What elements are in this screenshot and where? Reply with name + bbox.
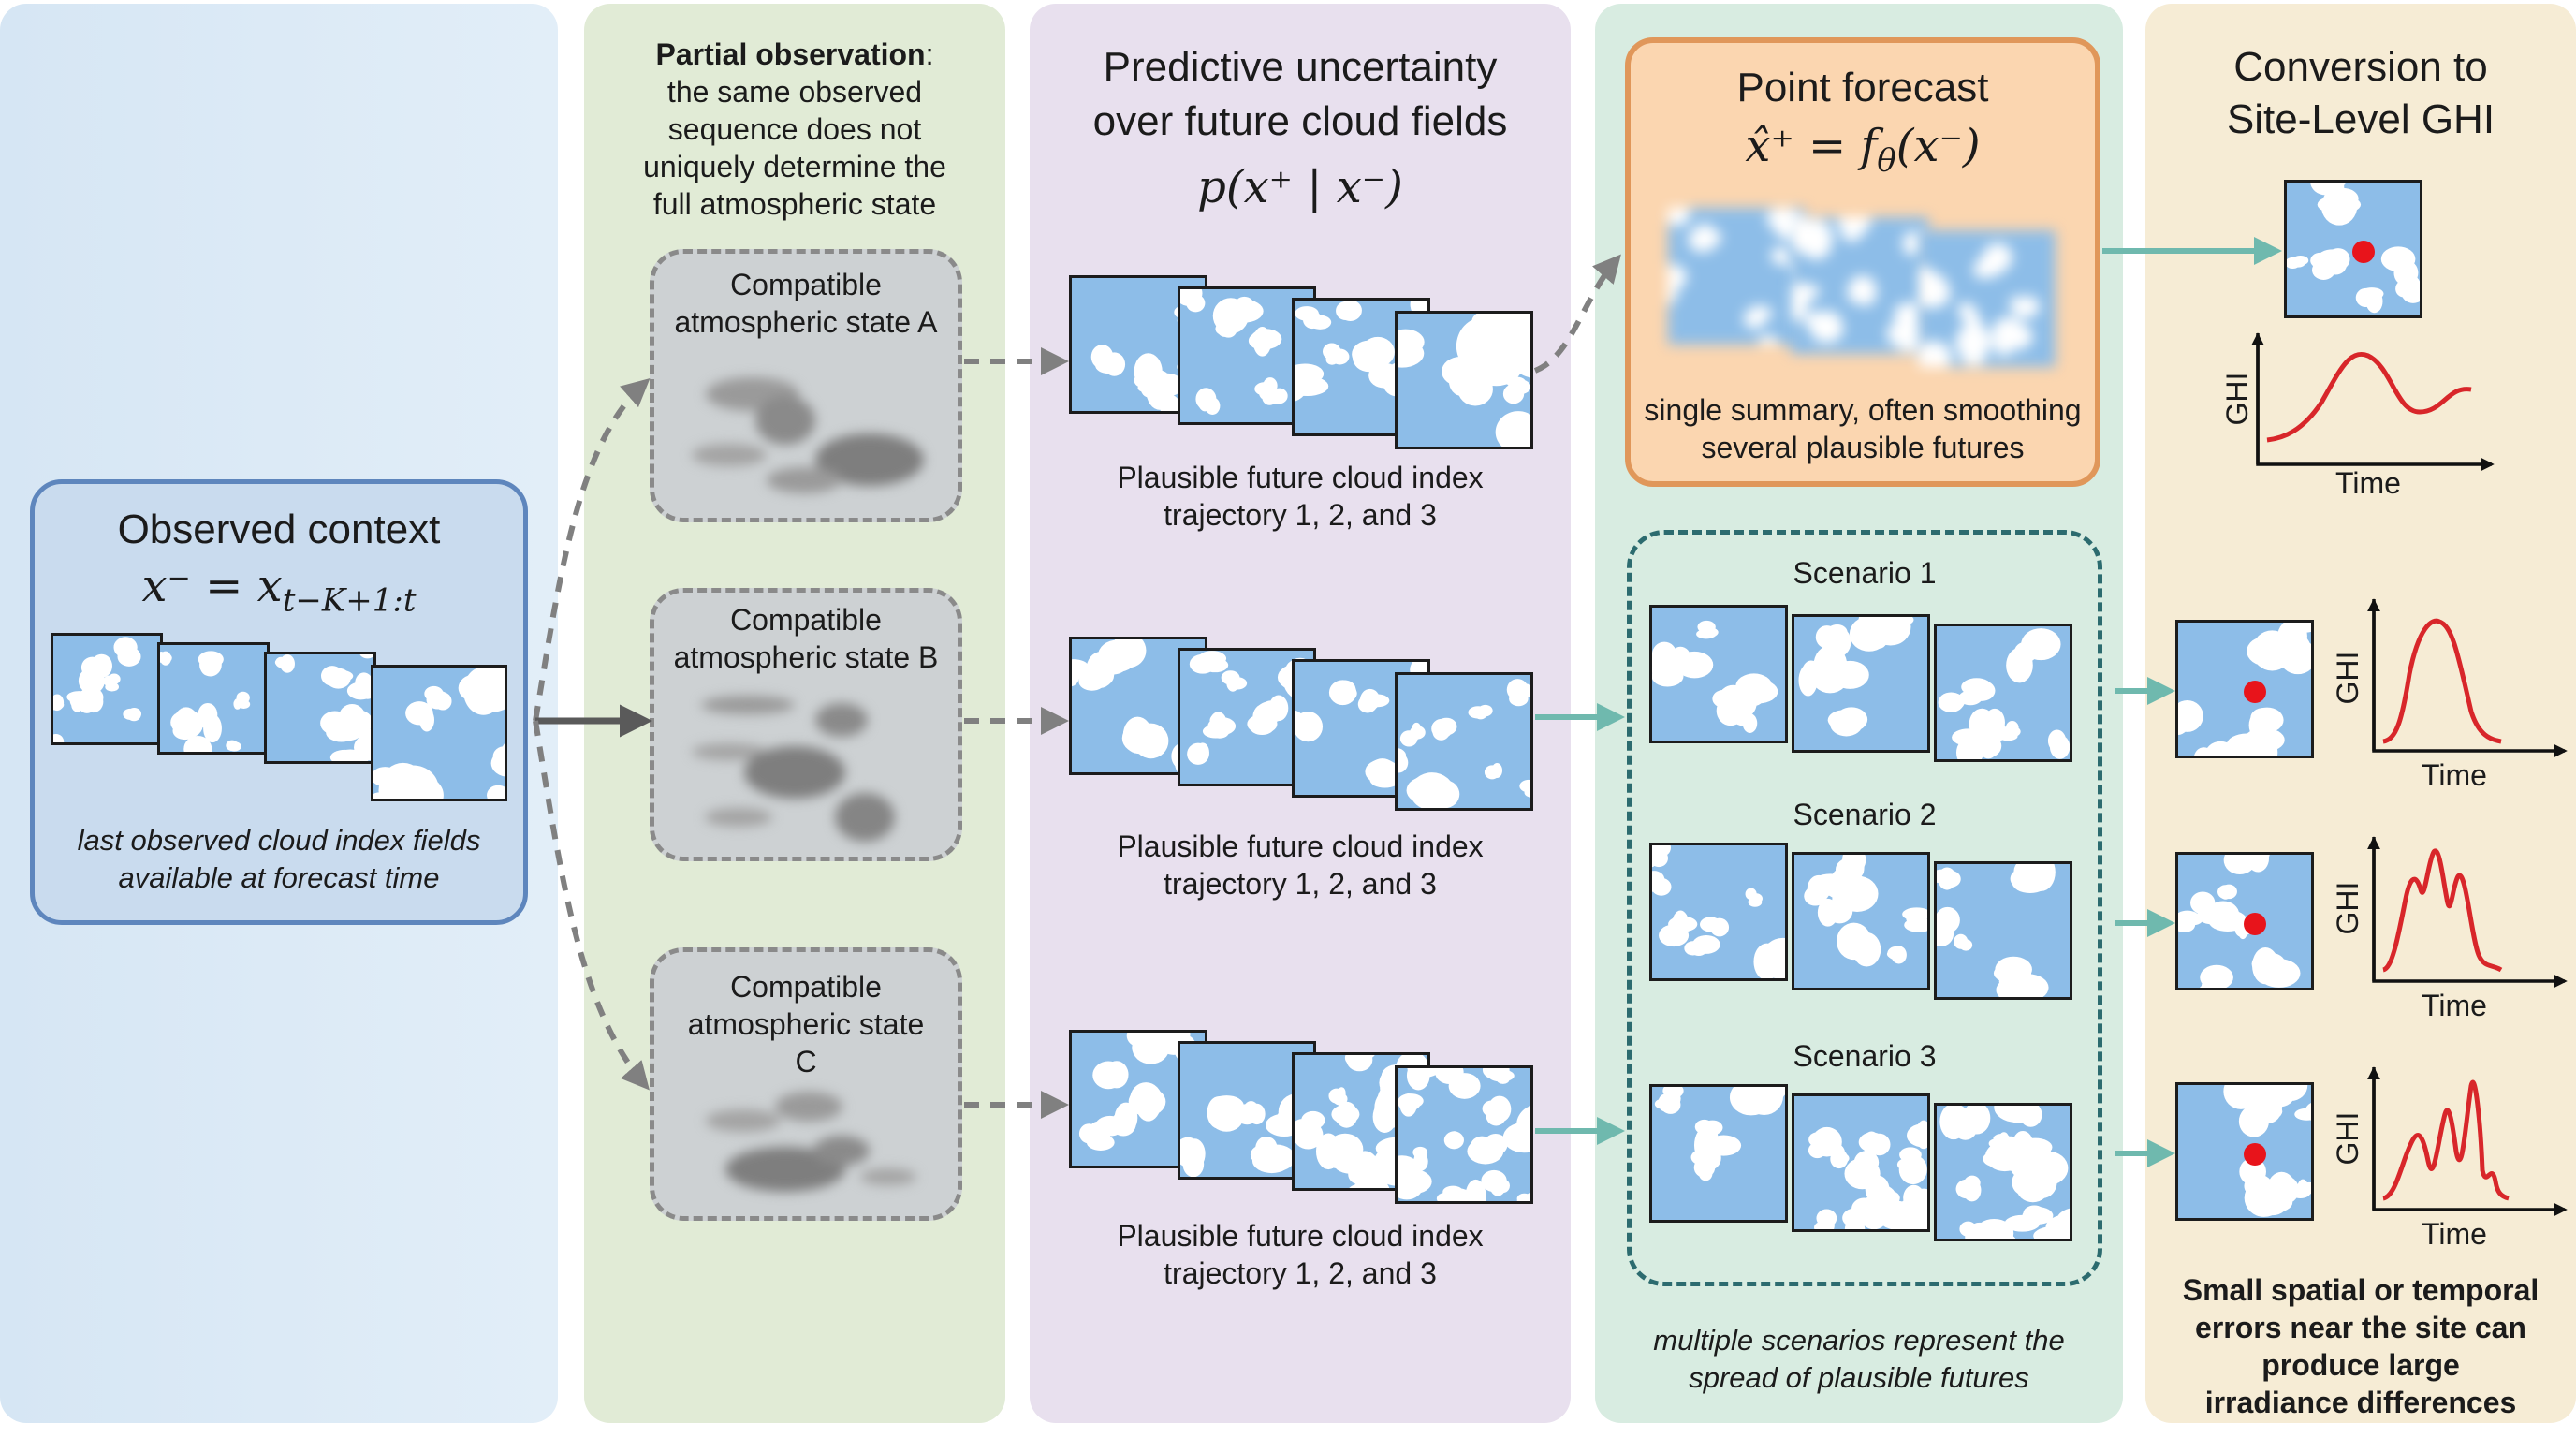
- partial-line-3: uniquely determine the: [643, 150, 946, 183]
- conversion-title-1: Conversion to: [2233, 44, 2488, 90]
- ghi-plot-top: [2251, 332, 2495, 471]
- state-c-line-1: Compatible: [730, 970, 882, 1004]
- cloud-field-tile-icon: [1649, 1084, 1788, 1223]
- trajectory-1-line-1: Plausible future cloud index: [1117, 461, 1484, 494]
- predictive-title-2: over future cloud fields: [1092, 98, 1508, 144]
- cloud-field-tile-icon: [264, 652, 376, 764]
- trajectory-3-line-2: trajectory 1, 2, and 3: [1164, 1256, 1437, 1290]
- state-box-c: [650, 947, 962, 1221]
- scenario-caption-2: spread of plausible futures: [1689, 1361, 2029, 1394]
- arrow-observed-to-state-c: [533, 720, 650, 1091]
- cloud-field-tile-icon: [1792, 614, 1930, 753]
- arrow-observed-to-state-a: [533, 378, 651, 722]
- cloud-field-tile-icon: [2175, 620, 2314, 758]
- cloud-field-tile-icon: [1649, 605, 1788, 743]
- trajectory-3-line-1: Plausible future cloud index: [1117, 1219, 1484, 1253]
- state-c-line-2: atmospheric state: [687, 1007, 925, 1041]
- partial-line-2: sequence does not: [667, 112, 922, 146]
- cloud-field-tile-icon: [1792, 852, 1930, 990]
- trajectory-1-line-2: trajectory 1, 2, and 3: [1164, 498, 1437, 532]
- site-marker-icon: [2352, 241, 2375, 263]
- partial-line-4: full atmospheric state: [652, 187, 937, 221]
- state-a-line-2: atmospheric state A: [674, 305, 938, 339]
- state-b-line-2: atmospheric state B: [673, 640, 939, 674]
- conversion-note-1: Small spatial or temporal: [2182, 1273, 2539, 1307]
- cloud-field-tile-icon: [1919, 230, 2056, 367]
- ghi-plot-3: [2367, 1066, 2568, 1216]
- observed-title: Observed context: [117, 506, 441, 552]
- ghi-curve-2: [2381, 848, 2503, 973]
- state-a-line-1: Compatible: [730, 268, 882, 301]
- partial-line-1: the same observed: [666, 75, 923, 109]
- scenario-2-label: Scenario 2: [1793, 798, 1937, 831]
- partial-heading: Partial observation:: [655, 37, 934, 71]
- point-caption-2: several plausible futures: [1701, 431, 2025, 464]
- site-marker-icon: [2244, 1143, 2266, 1166]
- conversion-title-2: Site-Level GHI: [2226, 96, 2496, 142]
- conversion-note-2: errors near the site can: [2195, 1311, 2526, 1344]
- ghi-plot-2: [2367, 836, 2568, 988]
- trajectory-2-line-1: Plausible future cloud index: [1117, 829, 1484, 863]
- state-c-line-3: C: [795, 1045, 817, 1078]
- ghi-curve-3: [2382, 1079, 2510, 1201]
- scenario-3-label: Scenario 3: [1793, 1039, 1937, 1073]
- site-marker-icon: [2244, 681, 2266, 703]
- cloud-field-tile-icon: [2175, 1082, 2314, 1221]
- trajectory-2-line-2: trajectory 1, 2, and 3: [1164, 867, 1437, 901]
- ghi-plot-1: [2367, 598, 2568, 757]
- point-forecast-formula: x̂⁺ = fθ(x⁻): [1745, 120, 1981, 180]
- point-forecast-title: Point forecast: [1736, 65, 1989, 110]
- state-b-line-1: Compatible: [730, 603, 882, 637]
- predictive-formula: p(x⁺ | x⁻): [1197, 161, 1403, 213]
- cloud-field-tile-icon: [1934, 861, 2072, 1000]
- state-box-b: [650, 588, 962, 861]
- cloud-field-tile-icon: [51, 633, 163, 745]
- observed-formula: x⁻ = xt−K+1:t: [141, 560, 417, 620]
- site-marker-icon: [2244, 913, 2266, 935]
- observed-caption-2: available at forecast time: [118, 861, 440, 894]
- scenario-caption-1: multiple scenarios represent the: [1653, 1324, 2065, 1357]
- arrow-trajectory-to-point: [1533, 254, 1621, 374]
- time-label-3: Time: [2422, 1217, 2487, 1251]
- cloud-field-tile-icon: [1649, 843, 1788, 981]
- time-label-top: Time: [2335, 466, 2401, 500]
- scenarios-box: [1627, 530, 2102, 1286]
- observed-caption-1: last observed cloud index fields: [77, 824, 481, 857]
- cloud-field-tile-icon: [371, 665, 507, 801]
- ghi-curve-top: [2266, 352, 2472, 443]
- cloud-field-tile-icon: [1934, 1103, 2072, 1241]
- cloud-field-tile-icon: [2284, 180, 2422, 318]
- state-box-a: [650, 249, 962, 522]
- time-label-1: Time: [2422, 758, 2487, 792]
- cloud-field-tile-icon: [1792, 1093, 1930, 1232]
- predictive-title-1: Predictive uncertainty: [1103, 44, 1498, 90]
- cloud-field-tile-icon: [1395, 311, 1533, 449]
- ghi-curve-1: [2382, 618, 2502, 744]
- cloud-field-tile-icon: [1395, 672, 1533, 811]
- cloud-field-tile-icon: [1395, 1065, 1533, 1204]
- time-label-2: Time: [2422, 989, 2487, 1022]
- scenario-1-label: Scenario 1: [1793, 556, 1937, 590]
- cloud-field-tile-icon: [1934, 624, 2072, 762]
- point-caption-1: single summary, often smoothing: [1644, 393, 2082, 427]
- conversion-note-4: irradiance differences: [2204, 1386, 2517, 1419]
- cloud-field-tile-icon: [2175, 852, 2314, 990]
- conversion-note-3: produce large: [2261, 1348, 2460, 1382]
